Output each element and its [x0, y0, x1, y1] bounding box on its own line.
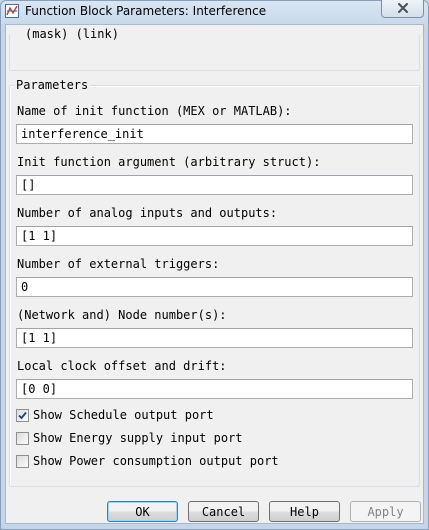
init-function-name-label: Name of init function (MEX or MATLAB):: [17, 104, 292, 118]
simulink-block-icon: [5, 4, 19, 18]
power-consumption-port-checkbox[interactable]: [16, 454, 29, 468]
mask-link-label: (mask) (link): [23, 27, 121, 41]
analog-io-count-field[interactable]: [1 1]: [16, 226, 413, 246]
parameters-group-title: Parameters: [14, 78, 91, 92]
node-number-label: (Network and) Node number(s):: [17, 308, 227, 322]
cancel-button[interactable]: Cancel: [188, 501, 259, 522]
apply-button[interactable]: Apply: [350, 501, 421, 522]
node-number-field[interactable]: [1 1]: [16, 328, 413, 348]
energy-supply-port-checkbox[interactable]: [16, 431, 29, 445]
ok-button[interactable]: OK: [107, 501, 178, 522]
mask-group: [9, 34, 420, 71]
clock-offset-drift-field[interactable]: [0 0]: [16, 379, 413, 399]
power-consumption-port-label: Show Power consumption output port: [33, 454, 279, 468]
external-triggers-field[interactable]: 0: [16, 277, 413, 297]
energy-supply-port-label: Show Energy supply input port: [33, 431, 243, 445]
init-function-argument-field[interactable]: []: [16, 175, 413, 195]
parameters-group: [9, 85, 420, 487]
schedule-output-port-label: Show Schedule output port: [33, 408, 214, 422]
init-function-argument-label: Init function argument (arbitrary struct…: [17, 155, 321, 169]
power-consumption-port-option[interactable]: Show Power consumption output port: [16, 453, 279, 469]
analog-io-count-label: Number of analog inputs and outputs:: [17, 206, 278, 220]
dialog-client-area: [5, 24, 424, 524]
clock-offset-drift-label: Local clock offset and drift:: [17, 359, 227, 373]
window-title: Function Block Parameters: Interference: [25, 4, 267, 18]
energy-supply-port-option[interactable]: Show Energy supply input port: [16, 430, 243, 446]
checkmark-icon: [18, 411, 27, 419]
title-bar[interactable]: Function Block Parameters: Interference: [0, 0, 429, 24]
schedule-output-port-checkbox[interactable]: [16, 408, 29, 422]
close-button[interactable]: [381, 0, 424, 18]
init-function-name-field[interactable]: interference_init: [16, 124, 413, 144]
help-button[interactable]: Help: [269, 501, 340, 522]
close-icon: [397, 0, 409, 18]
schedule-output-port-option[interactable]: Show Schedule output port: [16, 407, 214, 423]
external-triggers-label: Number of external triggers:: [17, 257, 220, 271]
